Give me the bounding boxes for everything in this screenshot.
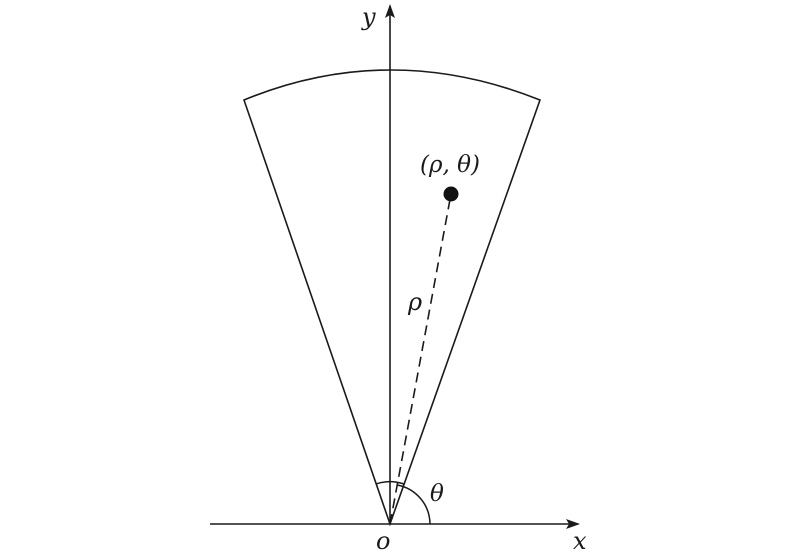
y-axis-label: y — [361, 3, 376, 31]
rho-label: ρ — [407, 288, 422, 316]
sector-region — [242, 69, 542, 527]
theta-angle-arc — [396, 484, 431, 525]
origin-label: o — [376, 527, 390, 554]
sector-angle-arc — [375, 480, 405, 485]
polar-point — [443, 186, 459, 202]
theta-label: θ — [430, 481, 444, 507]
point-label: (ρ, θ) — [420, 152, 480, 178]
x-axis-label: x — [573, 527, 587, 554]
radius-line — [389, 193, 452, 525]
